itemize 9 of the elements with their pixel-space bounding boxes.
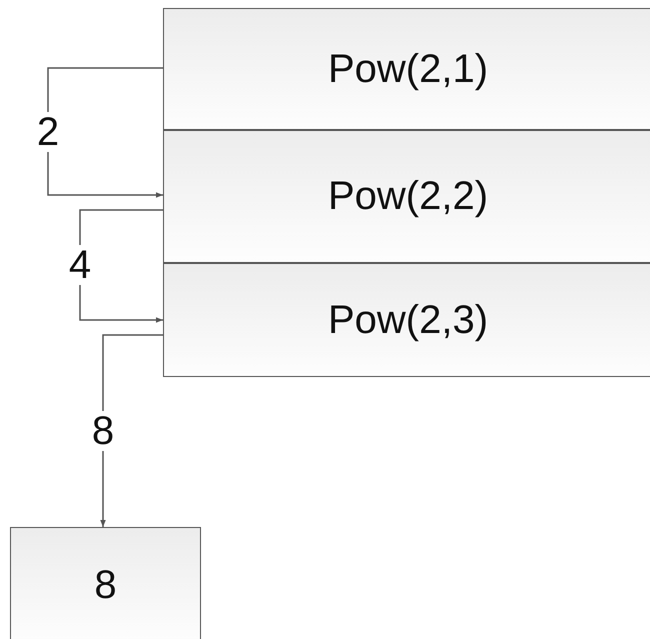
result-box (10, 527, 201, 639)
call-box (163, 8, 650, 130)
node-text: Pow(2,2) (328, 174, 488, 219)
call-box (163, 263, 650, 377)
call-box (163, 130, 650, 263)
node-text: Pow(2,1) (328, 46, 488, 92)
node-text: 8 (94, 562, 117, 608)
arrow (47, 67, 163, 198)
node-text: Pow(2,3) (328, 298, 488, 342)
